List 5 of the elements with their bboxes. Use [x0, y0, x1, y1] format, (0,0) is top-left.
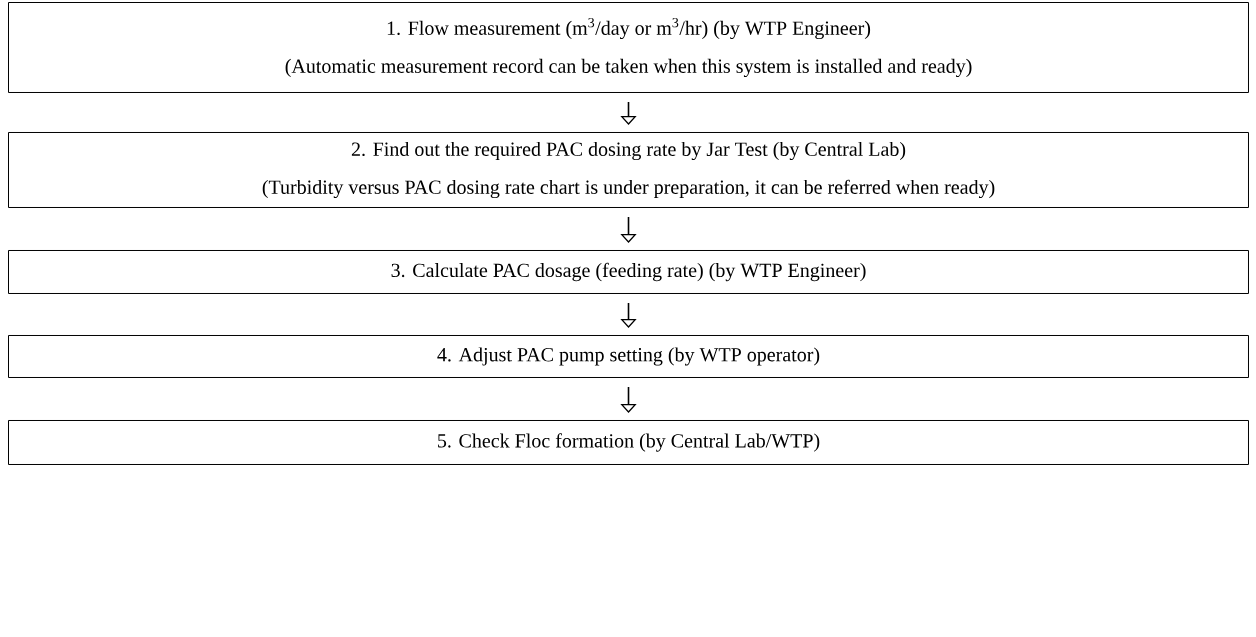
process-box: 3. Calculate PAC dosage (feeding rate) (by WTP Engineer): [8, 250, 1249, 294]
process-box: 1. Flow measurement (m$^{3}$/day or m$^{3}$/hr) (by WTP Engineer) (Automatic measurement record can be taken when this system is installed and ready): [8, 2, 1249, 93]
process-box: 4. Adjust PAC pump setting (by WTP operator): [8, 335, 1249, 378]
process-box: 2. Find out the required PAC dosing rate by Jar Test (by Central Lab) (Turbidity versus PAC dosing rate chart is under preparation, it can be referred when ready): [8, 132, 1249, 208]
process-box: 5. Check Floc formation (by Central Lab/WTP): [8, 420, 1249, 465]
